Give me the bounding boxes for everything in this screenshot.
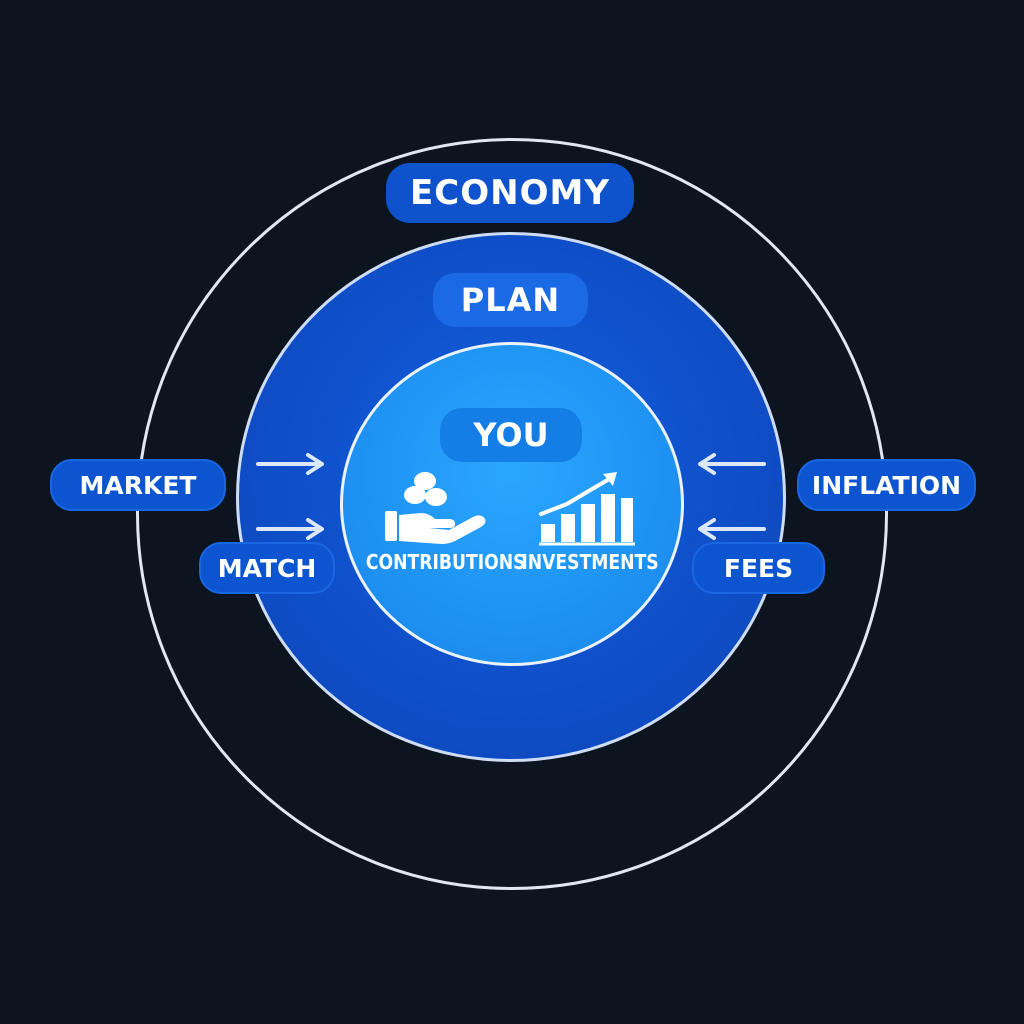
arrow-right-icon <box>256 518 324 540</box>
arrow-right-icon <box>256 453 324 475</box>
you-label: YOU <box>440 408 582 462</box>
market-label: MARKET <box>50 459 226 511</box>
contributions-label: CONTRIBUTIONS <box>365 550 526 574</box>
plan-label: PLAN <box>433 273 588 327</box>
economy-label: ECONOMY <box>386 163 634 223</box>
arrow-left-icon <box>698 453 766 475</box>
match-label: MATCH <box>199 542 335 594</box>
inflation-label: INFLATION <box>797 459 976 511</box>
rising-bar-chart-icon <box>539 472 635 546</box>
arrow-left-icon <box>698 518 766 540</box>
hand-coins-icon <box>385 472 486 544</box>
investments-label: INVESTMENTS <box>521 550 659 574</box>
fees-label: FEES <box>692 542 825 594</box>
economy-ring <box>136 138 888 890</box>
